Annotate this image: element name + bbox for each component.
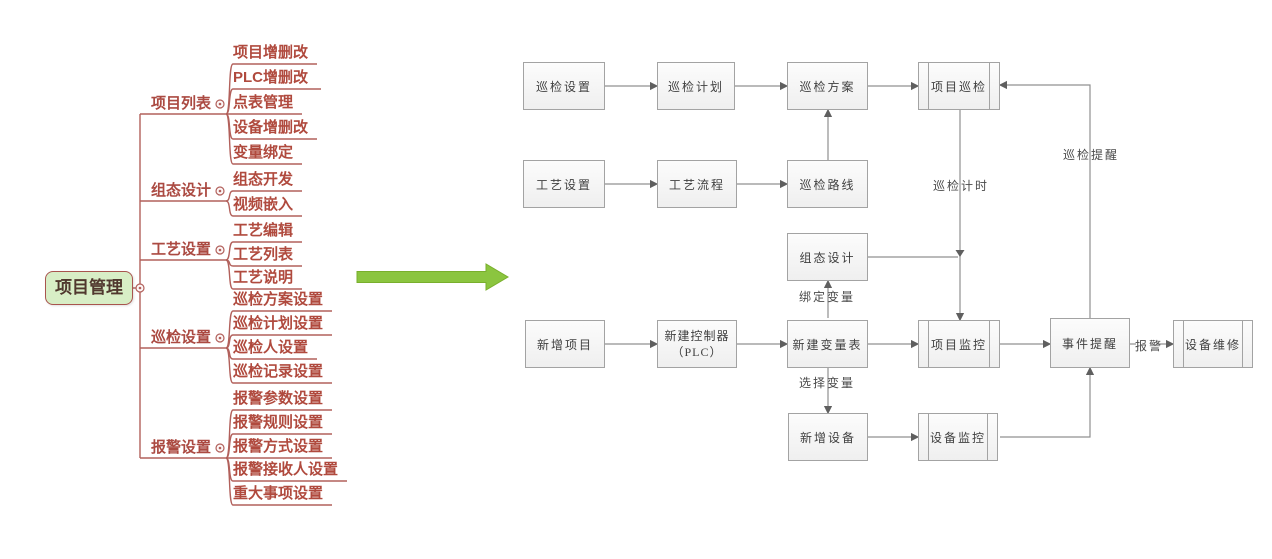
edge-label-bind-variable: 绑定变量 [799, 290, 856, 304]
flow-node-inspection-plan[interactable]: 巡检计划 [657, 62, 735, 110]
flow-node-new-variable-table[interactable]: 新建变量表 [787, 320, 868, 368]
flow-node-new-controller-plc[interactable]: 新建控制器 （PLC） [657, 320, 737, 368]
flow-node-device-monitor[interactable]: 设备监控 [918, 413, 998, 461]
green-arrow-icon [356, 263, 509, 291]
flow-node-project-inspection[interactable]: 项目巡检 [918, 62, 1000, 110]
mindmap-branch-process-setup[interactable]: 工艺设置 [151, 241, 212, 258]
flow-node-process-setup[interactable]: 工艺设置 [523, 160, 605, 208]
flow-node-inspection-scheme[interactable]: 巡检方案 [787, 62, 868, 110]
mindmap-branch-inspect-setup[interactable]: 巡检设置 [151, 329, 212, 346]
mindmap-leaf[interactable]: 报警接收人设置 [233, 461, 339, 478]
flow-node-scada-design[interactable]: 组态设计 [787, 233, 868, 281]
edge-label-alarm: 报警 [1135, 339, 1164, 353]
edge-label-select-variable: 选择变量 [799, 376, 856, 390]
mindmap-leaf[interactable]: 点表管理 [233, 94, 294, 111]
flow-node-event-reminder[interactable]: 事件提醒 [1050, 318, 1130, 368]
mindmap-lines [133, 63, 347, 506]
mindmap-leaf[interactable]: 报警方式设置 [233, 438, 324, 455]
mindmap-leaf[interactable]: 组态开发 [233, 171, 294, 188]
collapse-toggle-icon[interactable] [135, 99, 225, 453]
edge-label-inspection-reminder: 巡检提醒 [1063, 148, 1120, 162]
flow-node-device-repair[interactable]: 设备维修 [1173, 320, 1253, 368]
mindmap-leaf[interactable]: 报警规则设置 [233, 414, 324, 431]
plc-line2: （PLC） [671, 345, 723, 359]
mindmap-branch-project-list[interactable]: 项目列表 [151, 95, 212, 112]
mindmap-leaf[interactable]: 巡检方案设置 [233, 291, 324, 308]
flow-node-project-monitor[interactable]: 项目监控 [918, 320, 1000, 368]
mindmap-leaf[interactable]: 巡检人设置 [233, 339, 309, 356]
flow-node-new-project[interactable]: 新增项目 [525, 320, 605, 368]
mindmap-leaf[interactable]: 重大事项设置 [233, 485, 324, 502]
flow-node-new-device[interactable]: 新增设备 [788, 413, 868, 461]
mindmap-branch-alarm-setup[interactable]: 报警设置 [151, 439, 212, 456]
mindmap-leaf[interactable]: 工艺编辑 [233, 222, 294, 239]
mindmap-branch-scada-design[interactable]: 组态设计 [151, 182, 212, 199]
mindmap-leaf[interactable]: 工艺说明 [233, 269, 294, 286]
mindmap-leaf[interactable]: 工艺列表 [233, 246, 294, 263]
mindmap-leaf[interactable]: 巡检记录设置 [233, 363, 324, 380]
edge-label-inspection-timing: 巡检计时 [933, 179, 990, 193]
mindmap-leaf[interactable]: 项目增删改 [233, 44, 309, 61]
mindmap-leaf[interactable]: PLC增删改 [233, 69, 309, 86]
mindmap-leaf[interactable]: 变量绑定 [233, 144, 294, 161]
flow-node-inspection-route[interactable]: 巡检路线 [787, 160, 868, 208]
plc-line1: 新建控制器 [664, 329, 730, 343]
mindmap-leaf[interactable]: 巡检计划设置 [233, 315, 324, 332]
flow-node-inspection-setup[interactable]: 巡检设置 [523, 62, 605, 110]
mindmap-root-node[interactable]: 项目管理 [45, 271, 133, 305]
flow-node-process-flow[interactable]: 工艺流程 [657, 160, 737, 208]
mindmap-leaf[interactable]: 视频嵌入 [233, 196, 294, 213]
mindmap-leaf[interactable]: 报警参数设置 [233, 390, 324, 407]
mindmap-leaf[interactable]: 设备增删改 [233, 119, 309, 136]
flowchart-edges [605, 80, 1175, 442]
